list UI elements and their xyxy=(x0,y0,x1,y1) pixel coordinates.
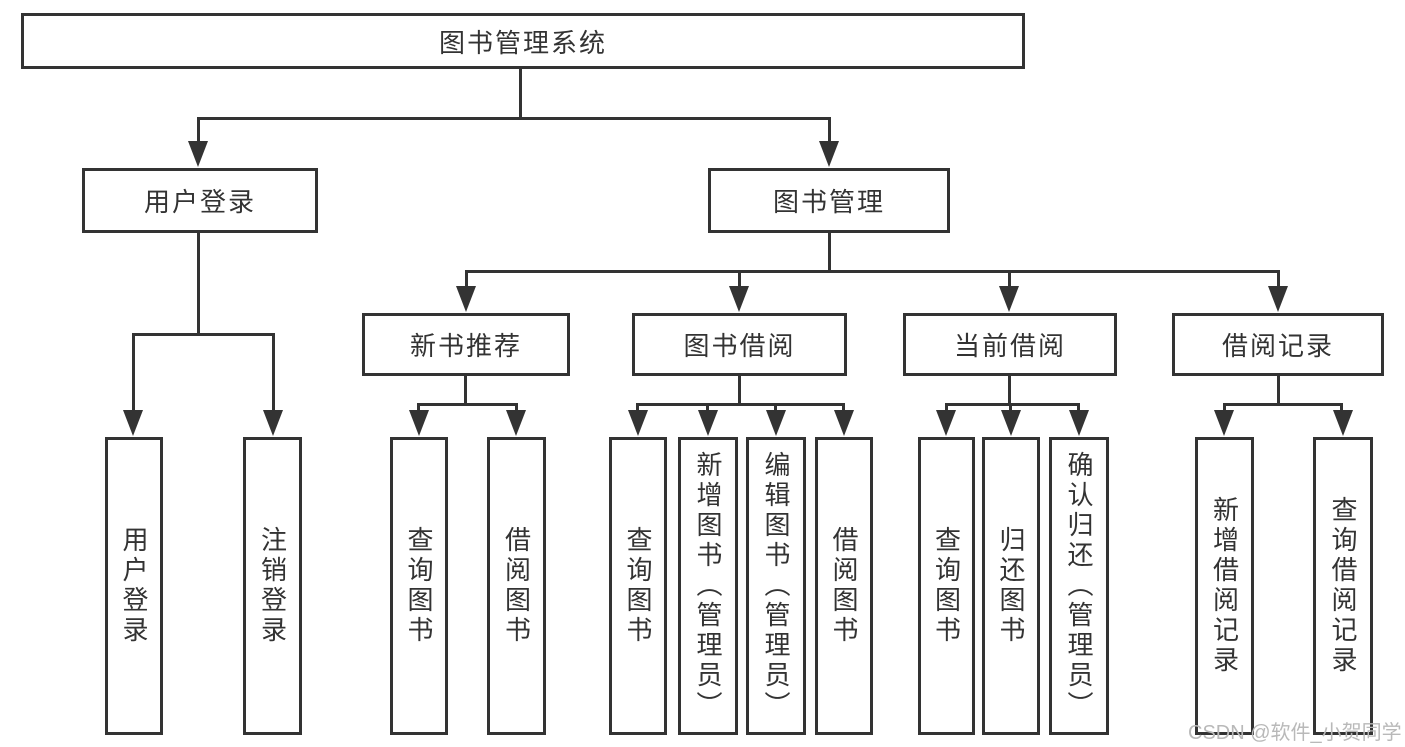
node-new-book-recommend: 新书推荐 xyxy=(362,313,570,376)
connector-line xyxy=(1008,270,1011,289)
connector-line xyxy=(465,270,1280,273)
node-leaf-user-login-label: 用户登录 xyxy=(119,526,149,646)
connector-line xyxy=(1277,376,1280,406)
connector-line xyxy=(519,66,522,120)
node-current-borrow-label: 当前借阅 xyxy=(953,331,1066,361)
node-leaf-logout-label: 注销登录 xyxy=(257,526,288,646)
connector-line xyxy=(828,233,831,273)
csdn-watermark: CSDN @软件_小贺同学 xyxy=(1188,722,1402,744)
connector-line xyxy=(1340,403,1343,413)
node-leaf-borrow-borrow-label: 借阅图书 xyxy=(829,526,859,646)
arrowhead-icon xyxy=(729,286,749,312)
node-leaf-newbook-query: 查询图书 xyxy=(390,437,448,735)
node-leaf-borrow-borrow: 借阅图书 xyxy=(815,437,873,735)
arrowhead-icon xyxy=(409,410,429,436)
connector-line xyxy=(706,403,709,413)
connector-line xyxy=(774,403,777,413)
node-leaf-borrow-query-label: 查询图书 xyxy=(623,526,653,646)
arrowhead-icon xyxy=(506,410,526,436)
connector-line xyxy=(842,403,845,413)
node-root-label: 图书管理系统 xyxy=(438,27,607,58)
arrowhead-icon xyxy=(834,410,854,436)
connector-line xyxy=(197,233,200,336)
connector-line xyxy=(132,333,275,336)
connector-line xyxy=(272,333,275,413)
node-leaf-current-confirm-admin: 确认归还（管理员） xyxy=(1049,437,1109,735)
arrowhead-icon xyxy=(1001,410,1021,436)
node-leaf-newbook-borrow-label: 借阅图书 xyxy=(501,526,532,646)
connector-line xyxy=(1077,403,1080,413)
node-book-borrow: 图书借阅 xyxy=(632,313,847,376)
node-leaf-record-query-label: 查询借阅记录 xyxy=(1328,496,1358,676)
arrowhead-icon xyxy=(123,410,143,436)
arrowhead-icon xyxy=(263,410,283,436)
arrowhead-icon xyxy=(456,286,476,312)
node-borrow-records: 借阅记录 xyxy=(1172,313,1384,376)
connector-line xyxy=(738,270,741,289)
node-leaf-record-query: 查询借阅记录 xyxy=(1313,437,1373,735)
node-book-management: 图书管理 xyxy=(708,168,950,233)
connector-line xyxy=(945,403,948,413)
connector-line xyxy=(464,376,467,406)
arrowhead-icon xyxy=(999,286,1019,312)
node-leaf-borrow-add-admin: 新增图书（管理员） xyxy=(678,437,738,735)
arrowhead-icon xyxy=(766,410,786,436)
arrowhead-icon xyxy=(936,410,956,436)
connector-line xyxy=(945,403,1080,406)
node-leaf-current-query: 查询图书 xyxy=(918,437,975,735)
connector-line xyxy=(1223,403,1226,413)
connector-line xyxy=(1223,403,1343,406)
arrowhead-icon xyxy=(1214,410,1234,436)
arrowhead-icon xyxy=(1069,410,1089,436)
connector-line xyxy=(465,270,468,289)
arrowhead-icon xyxy=(1333,410,1353,436)
node-user-login: 用户登录 xyxy=(82,168,318,233)
connector-line xyxy=(515,403,518,413)
node-leaf-record-add-label: 新增借阅记录 xyxy=(1209,496,1240,676)
node-user-login-label: 用户登录 xyxy=(143,187,256,217)
node-leaf-newbook-borrow: 借阅图书 xyxy=(487,437,546,735)
node-leaf-borrow-query: 查询图书 xyxy=(609,437,667,735)
node-book-borrow-label: 图书借阅 xyxy=(683,331,796,361)
connector-line xyxy=(197,117,831,120)
node-leaf-current-return: 归还图书 xyxy=(982,437,1040,735)
connector-line xyxy=(132,333,135,413)
connector-line xyxy=(1277,270,1280,289)
node-leaf-current-confirm-admin-label: 确认归还（管理员） xyxy=(1064,451,1094,721)
connector-line xyxy=(636,403,639,413)
arrowhead-icon xyxy=(1268,286,1288,312)
node-leaf-logout: 注销登录 xyxy=(243,437,302,735)
node-leaf-current-query-label: 查询图书 xyxy=(931,526,962,646)
node-borrow-records-label: 借阅记录 xyxy=(1221,331,1334,361)
connector-line xyxy=(197,117,200,147)
connector-line xyxy=(417,403,420,413)
connector-line xyxy=(636,403,845,406)
connector-line xyxy=(738,376,741,406)
connector-line xyxy=(828,117,831,147)
node-root: 图书管理系统 xyxy=(21,13,1025,69)
node-leaf-current-return-label: 归还图书 xyxy=(996,526,1026,646)
connector-line xyxy=(1008,376,1011,406)
connector-line xyxy=(417,403,517,406)
arrowhead-icon xyxy=(698,410,718,436)
node-new-book-recommend-label: 新书推荐 xyxy=(409,331,522,361)
arrowhead-icon xyxy=(628,410,648,436)
node-book-management-label: 图书管理 xyxy=(772,187,885,217)
connector-line xyxy=(1009,403,1012,413)
node-leaf-record-add: 新增借阅记录 xyxy=(1195,437,1254,735)
node-leaf-user-login: 用户登录 xyxy=(105,437,163,735)
node-leaf-newbook-query-label: 查询图书 xyxy=(404,526,434,646)
node-leaf-borrow-edit-admin: 编辑图书（管理员） xyxy=(746,437,806,735)
arrowhead-icon xyxy=(188,141,208,167)
node-current-borrow: 当前借阅 xyxy=(903,313,1117,376)
node-leaf-borrow-edit-admin-label: 编辑图书（管理员） xyxy=(761,451,791,721)
node-leaf-borrow-add-admin-label: 新增图书（管理员） xyxy=(693,451,723,721)
arrowhead-icon xyxy=(819,141,839,167)
